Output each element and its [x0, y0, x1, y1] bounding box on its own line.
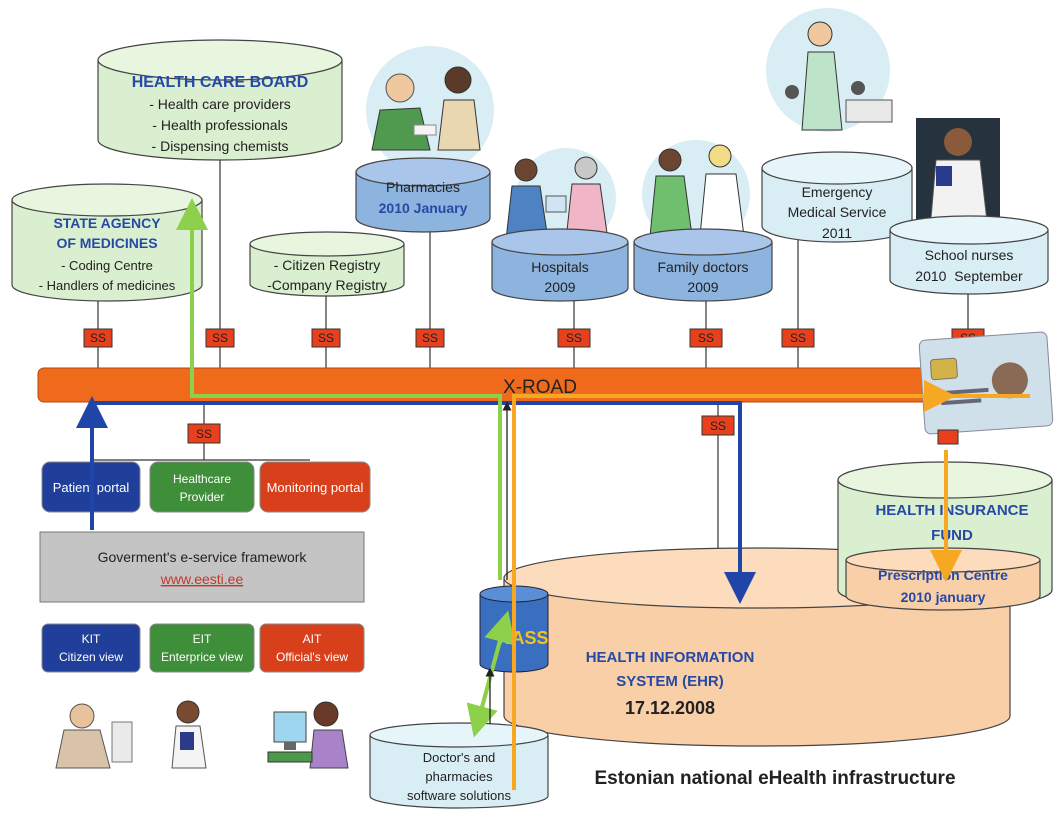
family-doctors-line-2: 2009	[687, 279, 718, 295]
pharmacist-clipart-icon	[371, 66, 481, 151]
ait-line-1: AIT	[303, 632, 322, 646]
ss-box-portal: SS	[187, 423, 221, 444]
hospitals-line-1: Hospitals	[531, 259, 589, 275]
family-doctor-clipart-icon	[649, 144, 745, 237]
svg-text:SS: SS	[422, 331, 438, 345]
kit-line-1: KIT	[82, 632, 101, 646]
id-card-icon	[918, 331, 1054, 445]
diagram-caption: Estonian national eHealth infrastructure	[594, 768, 955, 789]
ehr-line-1: HEALTH INFORMATION	[586, 649, 755, 666]
framework-link: www.eesti.ee	[160, 571, 244, 587]
pharmacies-cylinder: Pharmacies 2010 January	[355, 46, 494, 233]
kit-line-2: Citizen view	[59, 650, 123, 664]
software-line-3: software solutions	[407, 788, 512, 803]
ait-view-box: AIT Official's view	[259, 623, 365, 673]
eit-line-2: Enterprice view	[161, 650, 243, 664]
state-agency-title-1: STATE AGENCY	[53, 215, 161, 231]
prescription-line-1: Prescription Centre	[878, 567, 1008, 583]
school-nurses-line-2: 2010 September	[915, 268, 1023, 284]
ss-box: SS	[311, 328, 341, 348]
ss-box: SS	[781, 328, 815, 348]
ss-box: SS	[689, 328, 723, 348]
ss-box: SS	[557, 328, 591, 348]
emergency-cylinder: Emergency Medical Service 2011	[761, 8, 913, 243]
orange-arrows	[512, 380, 1030, 790]
ss-box-ehr: SS	[701, 415, 735, 436]
health-care-board-line-1: - Health care providers	[149, 96, 291, 112]
kit-view-box: KIT Citizen view	[41, 623, 141, 673]
hospitals-line-2: 2009	[544, 279, 575, 295]
healthcare-provider-portal: Healthcare Provider	[149, 461, 255, 513]
ss-box: SS	[205, 328, 235, 348]
hospital-patient-clipart-icon	[505, 156, 609, 241]
family-doctors-line-1: Family doctors	[657, 259, 748, 275]
school-nurse-photo-icon	[916, 118, 1000, 231]
ehr-line-2: SYSTEM (EHR)	[616, 673, 724, 690]
school-nurses-line-1: School nurses	[925, 247, 1014, 263]
eservice-framework-box: Goverment's e-service framework www.eest…	[39, 531, 365, 603]
connector-lines	[90, 160, 969, 570]
framework-title: Goverment's e-service framework	[98, 549, 308, 565]
pharmacies-date: 2010 January	[379, 200, 468, 216]
doctor-clipart-icon	[171, 700, 207, 769]
citizen-at-computer-clipart-icon	[55, 703, 133, 769]
pharmacies-label: Pharmacies	[386, 179, 460, 195]
state-agency-line-2: - Handlers of medicines	[39, 278, 176, 293]
registry-line-1: - Citizen Registry	[274, 257, 381, 273]
official-at-computer-clipart-icon	[267, 701, 349, 769]
doctors-software-cylinder: Doctor's and pharmacies software solutio…	[369, 722, 549, 809]
svg-text:SS: SS	[790, 331, 806, 345]
ehr-date: 17.12.2008	[625, 698, 715, 718]
health-care-board-line-3: - Dispensing chemists	[152, 138, 289, 154]
health-care-board-cylinder: HEALTH CARE BOARD - Health care provider…	[97, 39, 343, 161]
emergency-line-3: 2011	[822, 225, 852, 241]
state-agency-line-1: - Coding Centre	[61, 258, 153, 273]
ss-box: SS	[83, 328, 113, 348]
svg-text:SS: SS	[90, 331, 106, 345]
ait-line-2: Official's view	[276, 650, 348, 664]
registry-line-2: -Company Registry	[267, 277, 387, 293]
prescription-centre-cylinder: Prescription Centre 2010 january	[845, 547, 1041, 611]
ss-box: SS	[415, 328, 445, 348]
state-agency-cylinder: STATE AGENCY OF MEDICINES - Coding Centr…	[11, 183, 203, 302]
monitoring-portal: Monitoring portal	[259, 461, 371, 513]
svg-text:SS: SS	[710, 419, 726, 433]
insurance-title-2: FUND	[931, 527, 973, 544]
svg-text:SS: SS	[566, 331, 582, 345]
xroad-label: X-ROAD	[503, 377, 577, 398]
prescription-line-2: 2010 january	[901, 589, 986, 605]
healthcare-provider-line-2: Provider	[180, 490, 225, 504]
health-care-board-title: HEALTH CARE BOARD	[132, 74, 309, 91]
svg-text:SS: SS	[196, 427, 212, 441]
black-arrows	[485, 401, 512, 724]
svg-text:SS: SS	[318, 331, 334, 345]
insurance-title-1: HEALTH INSURANCE	[875, 502, 1028, 519]
emergency-line-2: Medical Service	[788, 204, 887, 220]
software-line-2: pharmacies	[425, 769, 493, 784]
ss-top-row: SS SS SS SS SS SS SS SS	[83, 328, 985, 348]
monitoring-portal-label: Monitoring portal	[267, 480, 364, 495]
school-nurses-cylinder: School nurses 2010 September	[889, 118, 1049, 295]
state-agency-title-2: OF MEDICINES	[56, 235, 157, 251]
eit-line-1: EIT	[193, 632, 212, 646]
emergency-line-1: Emergency	[802, 184, 873, 200]
family-doctors-cylinder: Family doctors 2009	[633, 140, 773, 302]
software-line-1: Doctor's and	[423, 750, 496, 765]
eit-view-box: EIT Enterprice view	[149, 623, 255, 673]
registry-cylinder: - Citizen Registry -Company Registry	[249, 231, 405, 297]
svg-text:SS: SS	[698, 331, 714, 345]
healthcare-provider-line-1: Healthcare	[173, 472, 231, 486]
health-care-board-line-2: - Health professionals	[152, 117, 287, 133]
emergency-medic-clipart-icon	[785, 21, 893, 131]
svg-text:SS: SS	[212, 331, 228, 345]
hospitals-cylinder: Hospitals 2009	[491, 148, 629, 302]
